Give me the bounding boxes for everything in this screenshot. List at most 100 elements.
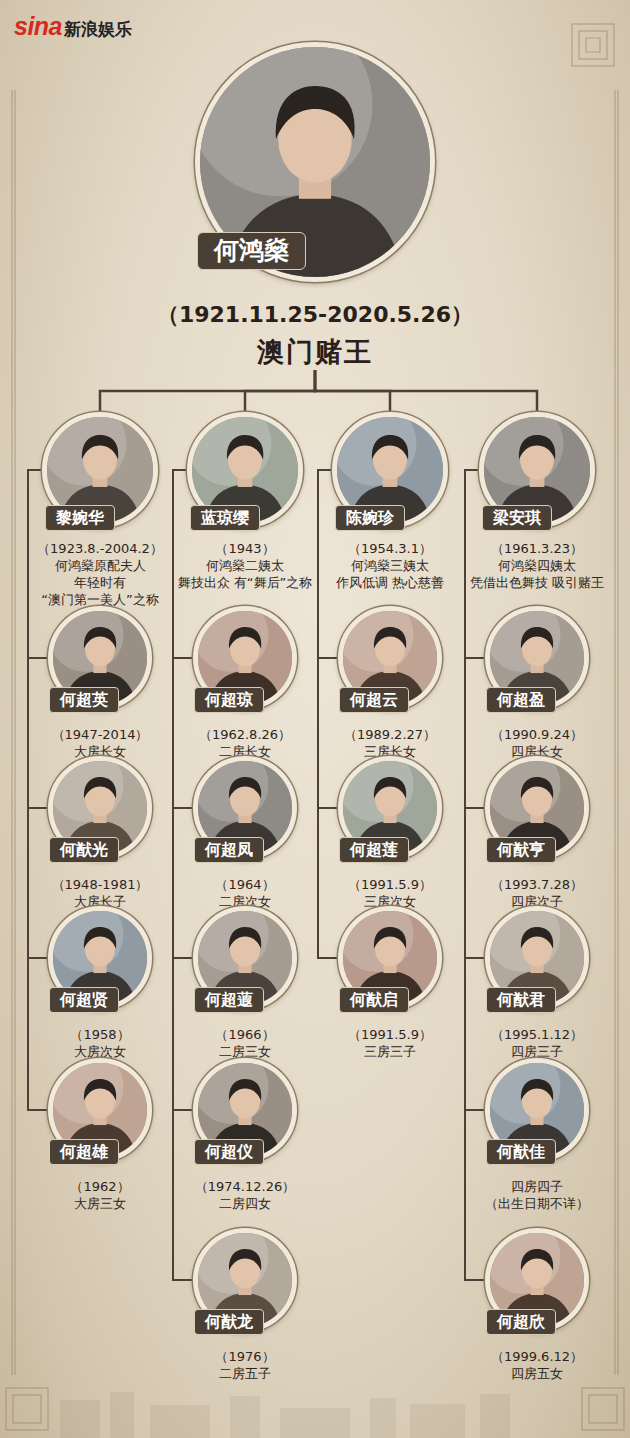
info-text: 四房五女 bbox=[469, 1365, 605, 1382]
name-tag: 何超贤 bbox=[49, 987, 119, 1013]
portrait-frame: 何猷龙 bbox=[193, 1228, 297, 1332]
info-text: （1923.8.-2004.2） bbox=[32, 540, 168, 557]
name-tag: 何猷佳 bbox=[486, 1139, 556, 1165]
info-text: （1948-1981） bbox=[32, 876, 168, 893]
info-text: （1990.9.24） bbox=[469, 726, 605, 743]
portrait-frame: 黎婉华 bbox=[42, 412, 158, 528]
info-text: （1943） bbox=[177, 540, 313, 557]
info-text: 二房五子 bbox=[177, 1365, 313, 1382]
family-connector bbox=[173, 470, 193, 658]
child-node: 何猷光（1948-1981）大房长子 bbox=[30, 756, 170, 910]
family-connector bbox=[173, 470, 193, 1110]
name-tag: 何超欣 bbox=[486, 1309, 556, 1335]
wife-node: 陈婉珍（1954.3.1）何鸿燊三姨太作风低调 热心慈善 bbox=[320, 412, 460, 591]
portrait-frame: 何超莲 bbox=[338, 756, 442, 860]
info-text: 年轻时有 “澳门第一美人”之称 bbox=[32, 574, 168, 608]
name-tag: 何超英 bbox=[49, 687, 119, 713]
info-text: （1947-2014） bbox=[32, 726, 168, 743]
info-text: 何鸿燊四姨太 bbox=[469, 557, 605, 574]
family-connector bbox=[173, 470, 193, 958]
info-text: 四房四子 bbox=[469, 1178, 605, 1195]
info-text: （1989.2.27） bbox=[322, 726, 458, 743]
child-node: 何超蕸（1966）二房三女 bbox=[175, 906, 315, 1060]
family-connector bbox=[318, 470, 338, 958]
logo-text: sina bbox=[14, 12, 62, 40]
child-node: 何猷佳四房四子（出生日期不详） bbox=[467, 1058, 607, 1212]
info-text: 三房三子 bbox=[322, 1043, 458, 1060]
wife-node: 黎婉华（1923.8.-2004.2）何鸿燊原配夫人年轻时有 “澳门第一美人”之… bbox=[30, 412, 170, 608]
name-tag: 何超云 bbox=[339, 687, 409, 713]
family-connector bbox=[465, 470, 485, 1110]
child-node: 何超雄（1962）大房三女 bbox=[30, 1058, 170, 1212]
patriarch-node: 何鸿燊 （1921.11.25-2020.5.26） 澳门赌王 bbox=[105, 42, 525, 370]
wife-node: 梁安琪（1961.3.23）何鸿燊四姨太凭借出色舞技 吸引赌王 bbox=[467, 412, 607, 591]
family-connector bbox=[465, 470, 485, 958]
portrait-frame: 何猷启 bbox=[338, 906, 442, 1010]
portrait-frame: 梁安琪 bbox=[479, 412, 595, 528]
wife-node: 蓝琼缨 （1943）何鸿燊二姨太舞技出众 有“舞后”之称 bbox=[175, 412, 315, 591]
info-text: 何鸿燊二姨太 bbox=[177, 557, 313, 574]
family-connector bbox=[315, 370, 537, 412]
family-connector bbox=[28, 470, 48, 658]
info-text: （1974.12.26） bbox=[177, 1178, 313, 1195]
name-tag: 何猷光 bbox=[49, 837, 119, 863]
info-text: 凭借出色舞技 吸引赌王 bbox=[469, 574, 605, 591]
portrait-frame: 何猷佳 bbox=[485, 1058, 589, 1162]
info-text: 舞技出众 有“舞后”之称 bbox=[177, 574, 313, 591]
subtitle-text: 澳门赌王 bbox=[105, 334, 525, 370]
lifespan-text: （1921.11.25-2020.5.26） bbox=[105, 300, 525, 330]
portrait-frame: 何猷光 bbox=[48, 756, 152, 860]
portrait-frame: 何超仪 bbox=[193, 1058, 297, 1162]
portrait-frame: 蓝琼缨 bbox=[187, 412, 303, 528]
info-text: （1993.7.28） bbox=[469, 876, 605, 893]
child-node: 何超盈（1990.9.24）四房长女 bbox=[467, 606, 607, 760]
family-connector bbox=[465, 470, 485, 1280]
child-node: 何超英（1947-2014）大房长女 bbox=[30, 606, 170, 760]
name-tag: 何超仪 bbox=[194, 1139, 264, 1165]
name-tag: 何超雄 bbox=[49, 1139, 119, 1165]
portrait-frame: 何超英 bbox=[48, 606, 152, 710]
portrait-frame: 何超贤 bbox=[48, 906, 152, 1010]
child-node: 何超琼（1962.8.26）二房长女 bbox=[175, 606, 315, 760]
family-connector bbox=[173, 470, 193, 1280]
child-node: 何超云（1989.2.27）三房长女 bbox=[320, 606, 460, 760]
info-text: （1991.5.9） bbox=[322, 876, 458, 893]
name-tag: 何超琼 bbox=[194, 687, 264, 713]
portrait-frame: 何超雄 bbox=[48, 1058, 152, 1162]
family-connector bbox=[465, 470, 485, 658]
info-text: （1962.8.26） bbox=[177, 726, 313, 743]
family-connector bbox=[28, 470, 48, 1110]
child-node: 何超贤（1958）大房次女 bbox=[30, 906, 170, 1060]
child-node: 何超欣 （1999.6.12）四房五女 bbox=[467, 1228, 607, 1382]
info-text: （1995.1.12） bbox=[469, 1026, 605, 1043]
logo: sina新浪娱乐 bbox=[14, 12, 132, 41]
portrait-frame: 何超云 bbox=[338, 606, 442, 710]
family-connector bbox=[245, 370, 315, 412]
info-text: （1964） bbox=[177, 876, 313, 893]
name-tag: 何超蕸 bbox=[194, 987, 264, 1013]
family-connector bbox=[318, 470, 338, 658]
portrait-frame: 何鸿燊 bbox=[195, 42, 435, 282]
info-text: （1954.3.1） bbox=[322, 540, 458, 557]
name-tag: 何超凤 bbox=[194, 837, 264, 863]
name-tag: 陈婉珍 bbox=[335, 505, 405, 531]
child-node: 何超凤（1964）二房次女 bbox=[175, 756, 315, 910]
name-tag: 何超盈 bbox=[486, 687, 556, 713]
info-text: （1999.6.12） bbox=[469, 1348, 605, 1365]
name-tag: 何猷龙 bbox=[194, 1309, 264, 1335]
child-node: 何超莲（1991.5.9）三房次女 bbox=[320, 756, 460, 910]
child-node: 何超仪 （1974.12.26）二房四女 bbox=[175, 1058, 315, 1212]
info-text: 二房四女 bbox=[177, 1195, 313, 1212]
info-text: （1958） bbox=[32, 1026, 168, 1043]
logo-text: 新浪娱乐 bbox=[64, 19, 132, 39]
portrait-frame: 何超琼 bbox=[193, 606, 297, 710]
info-text: （1966） bbox=[177, 1026, 313, 1043]
child-node: 何猷启（1991.5.9）三房三子 bbox=[320, 906, 460, 1060]
name-tag: 黎婉华 bbox=[45, 505, 115, 531]
name-tag: 何猷亨 bbox=[486, 837, 556, 863]
info-text: （出生日期不详） bbox=[469, 1195, 605, 1212]
info-text: 作风低调 热心慈善 bbox=[322, 574, 458, 591]
info-text: （1962） bbox=[32, 1178, 168, 1195]
child-node: 何猷君（1995.1.12）四房三子 bbox=[467, 906, 607, 1060]
portrait-frame: 何超凤 bbox=[193, 756, 297, 860]
